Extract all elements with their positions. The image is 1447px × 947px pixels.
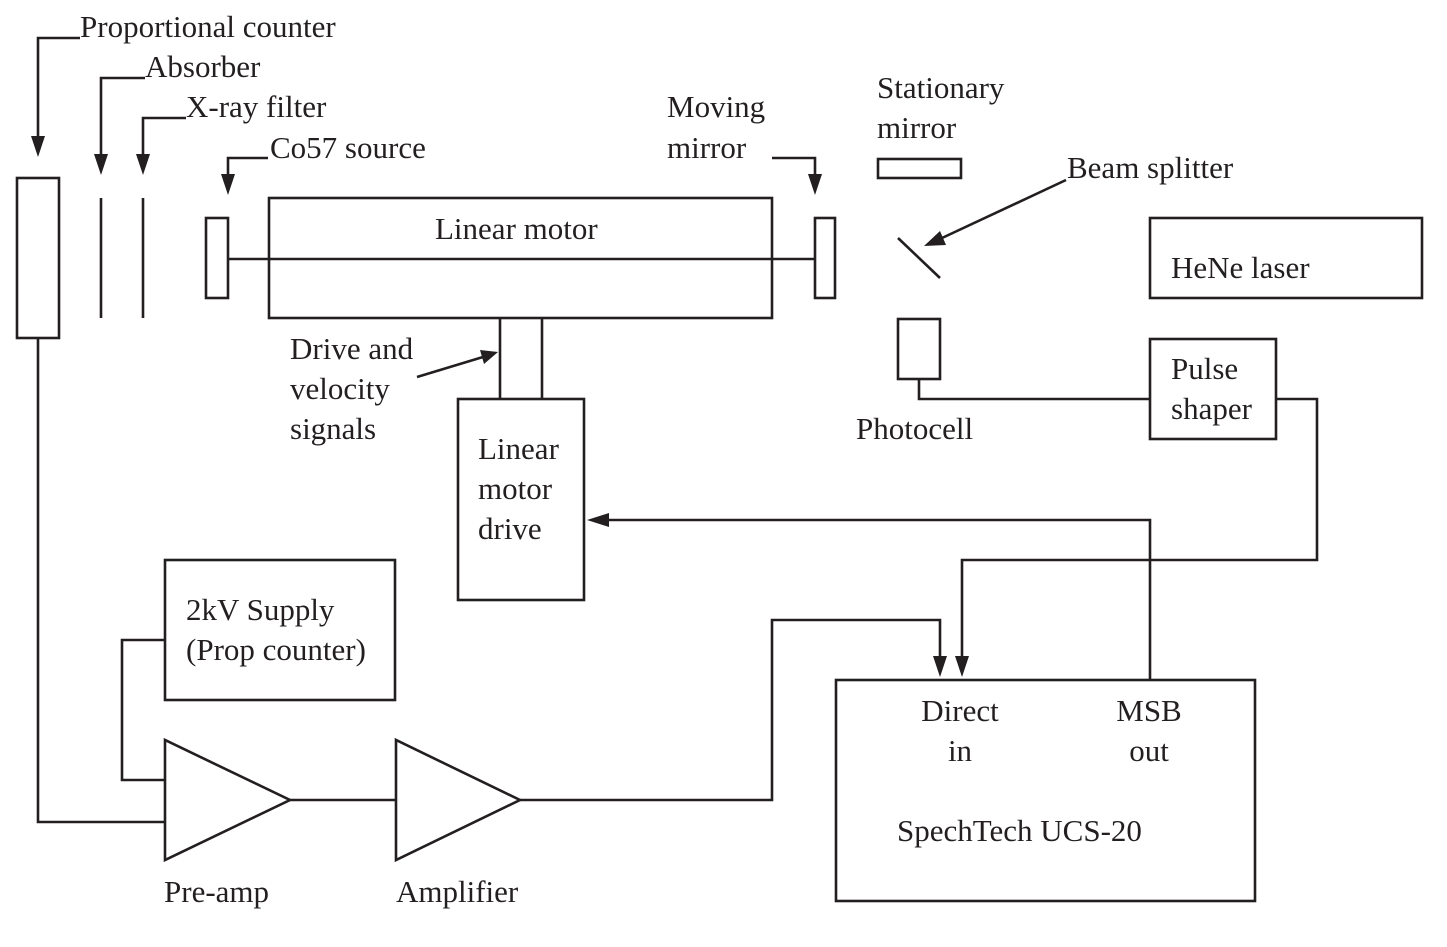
beam-splitter-label: Beam splitter <box>1067 150 1234 185</box>
hene-laser-box <box>1148 216 1424 300</box>
pulse-shaper-to-direct-in-line <box>960 397 1319 660</box>
absorber-leader <box>99 76 145 160</box>
supply-to-preamp-line <box>120 638 165 782</box>
msb-out-label-line1: MSB <box>1116 693 1181 728</box>
linear-motor-drive-box <box>456 397 586 602</box>
arrow-direct-in-right <box>955 656 969 677</box>
arrow-drive-signals <box>480 350 498 364</box>
xray-filter-label: X-ray filter <box>186 89 327 124</box>
pulse-shaper-box <box>1148 337 1278 441</box>
supply-label-line1: 2kV Supply <box>186 592 335 627</box>
stationary-mirror-label-line2: mirror <box>877 110 957 145</box>
beam-splitter <box>897 237 941 279</box>
amplifier-triangle <box>394 737 523 863</box>
co57-source-label: Co57 source <box>270 130 426 165</box>
arrow-proportional-counter <box>31 136 45 157</box>
preamp-triangle <box>163 737 294 863</box>
text-labels: Proportional counter Absorber X-ray filt… <box>80 9 1310 909</box>
components <box>15 157 1424 903</box>
spechtech-box <box>834 678 1257 903</box>
counter-to-preamp-line <box>36 338 165 824</box>
msb-out-to-motor-drive-line <box>608 518 1152 680</box>
motor-drive-label-line2: motor <box>478 471 553 506</box>
direct-in-label-line2: in <box>948 733 973 768</box>
arrow-absorber <box>94 154 108 175</box>
moving-mirror-label-line2: mirror <box>667 130 747 165</box>
stationary-mirror <box>876 157 963 180</box>
arrowheads <box>31 136 969 677</box>
preamp-label: Pre-amp <box>164 874 269 909</box>
drive-signals-label-line1: Drive and <box>290 331 414 366</box>
msb-out-label-line2: out <box>1129 733 1169 768</box>
supply-box <box>163 558 397 702</box>
linear-motor-label: Linear motor <box>435 211 598 246</box>
motor-drive-label-line1: Linear <box>478 431 560 466</box>
arrow-xray-filter <box>136 154 150 175</box>
arrow-direct-in-left <box>933 656 947 677</box>
proportional-counter-label: Proportional counter <box>80 9 336 44</box>
absorber-label: Absorber <box>145 49 261 84</box>
connection-lines <box>36 36 1319 824</box>
arrow-co57-source <box>221 174 235 195</box>
photocell-to-pulse-shaper-line <box>917 379 1150 401</box>
motor-drive-label-line3: drive <box>478 511 542 546</box>
photocell-label: Photocell <box>856 411 973 446</box>
amplifier-label: Amplifier <box>396 874 519 909</box>
arrow-moving-mirror <box>808 174 822 195</box>
stationary-mirror-label-line1: Stationary <box>877 70 1005 105</box>
arrow-beam-splitter <box>924 231 946 246</box>
moving-mirror-leader <box>772 156 817 180</box>
xray-filter-leader <box>141 116 186 160</box>
pulse-shaper-label-line1: Pulse <box>1171 351 1238 386</box>
linear-motor-box <box>267 196 774 320</box>
photocell <box>896 317 942 381</box>
direct-in-label-line1: Direct <box>921 693 999 728</box>
pulse-shaper-label-line2: shaper <box>1171 391 1253 426</box>
drive-signals-label-line3: signals <box>290 411 376 446</box>
arrow-motor-drive <box>587 513 609 527</box>
hene-laser-label: HeNe laser <box>1171 250 1310 285</box>
drive-signals-leader <box>416 355 484 379</box>
beam-splitter-leader <box>941 178 1067 240</box>
co57-source-leader <box>226 156 268 180</box>
spechtech-label: SpechTech UCS-20 <box>897 813 1142 848</box>
proportional-counter <box>15 176 61 340</box>
amplifier-to-direct-in-line <box>520 618 942 802</box>
supply-label-line2: (Prop counter) <box>186 632 366 667</box>
drive-signals-label-line2: velocity <box>290 371 390 406</box>
moving-mirror-label-line1: Moving <box>667 89 765 124</box>
proportional-counter-leader <box>36 36 80 142</box>
moving-mirror <box>813 216 837 300</box>
co57-source <box>204 216 230 300</box>
